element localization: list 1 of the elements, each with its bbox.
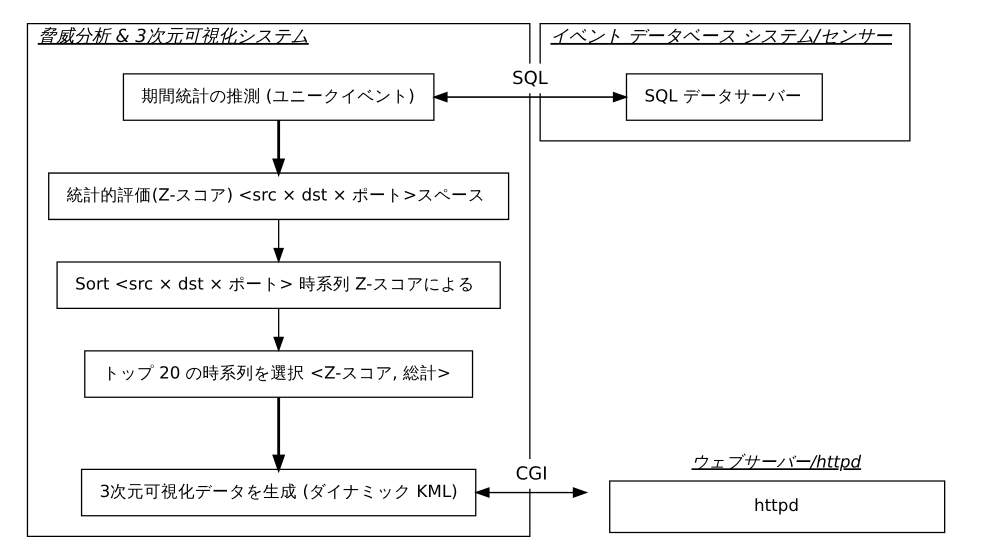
node-label: ウェブサーバー/httpd bbox=[691, 451, 861, 472]
